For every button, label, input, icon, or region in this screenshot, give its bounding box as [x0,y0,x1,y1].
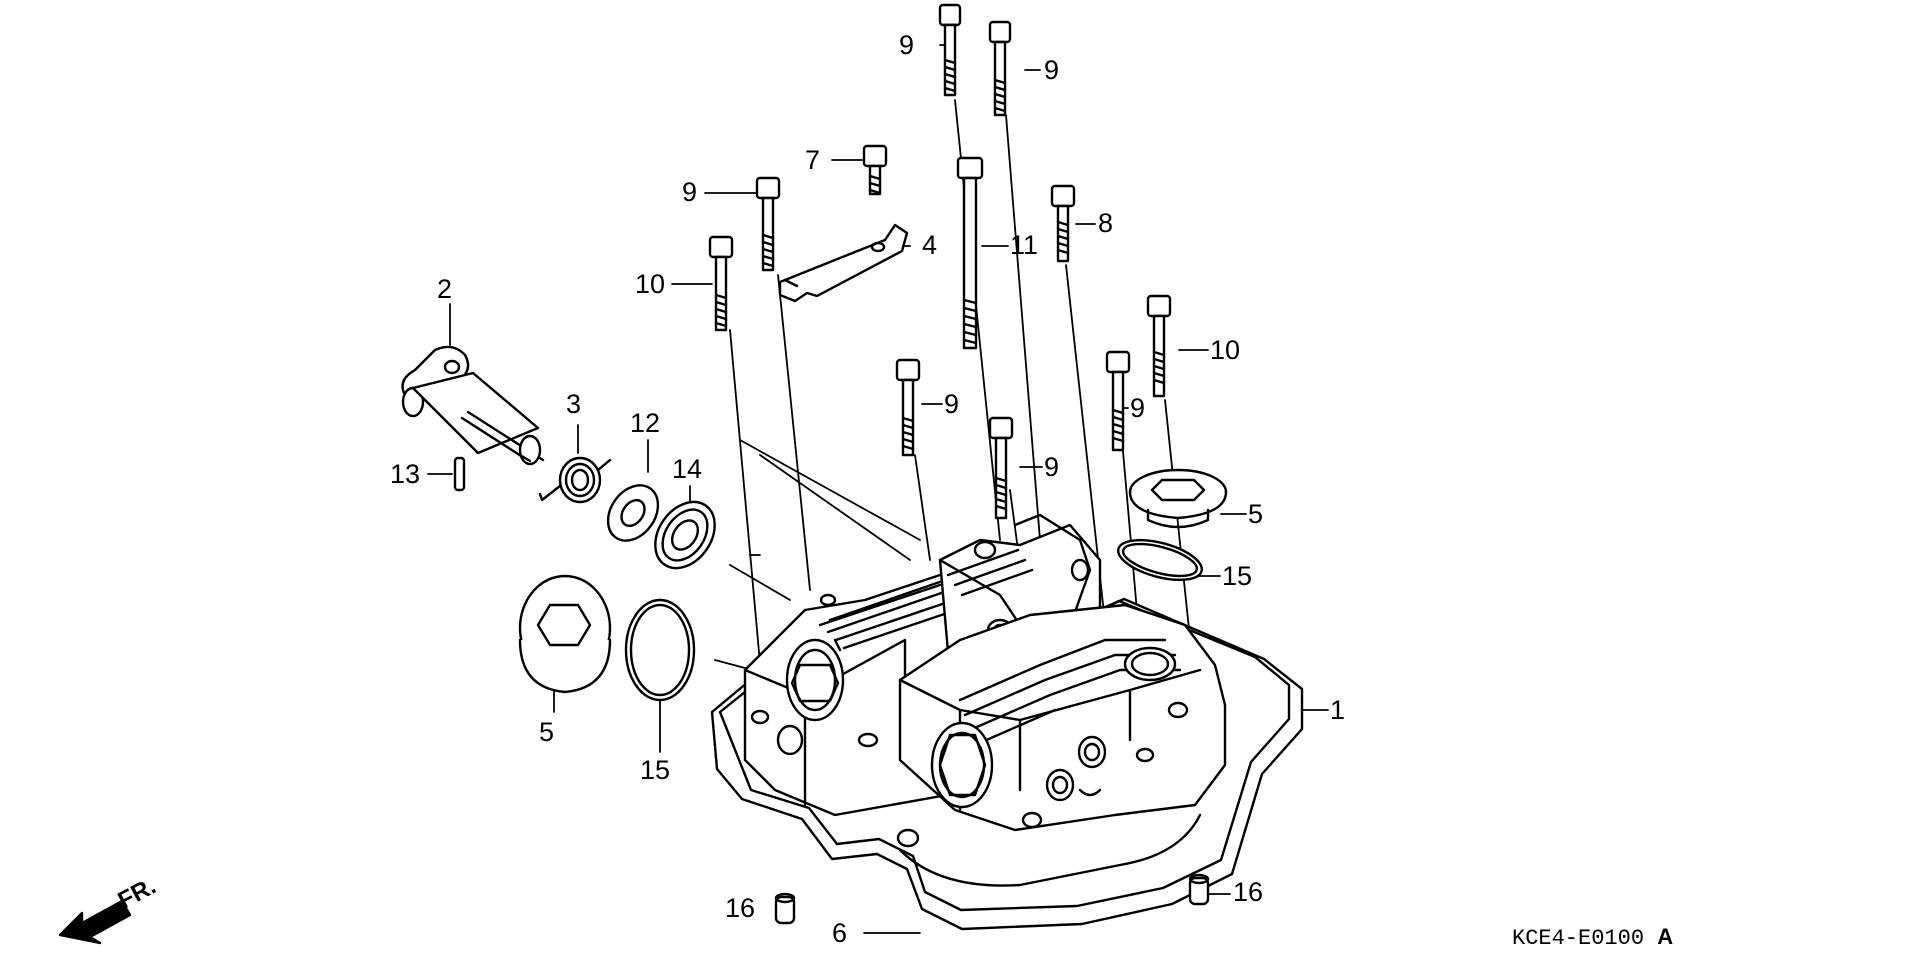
callout-15: 15 [640,755,671,785]
callout-8: 8 [1098,208,1114,238]
bolt-9-lower [988,416,1014,520]
callout-14: 14 [672,454,703,484]
callout-9: 9 [899,30,915,60]
callout-9: 9 [1044,55,1060,85]
callout-6: 6 [832,918,848,948]
drawing-code: KCE4-E0100 A [1512,924,1673,951]
front-direction-arrow-icon [58,899,132,945]
callout-9: 9 [944,389,960,419]
collar-right [1188,873,1210,906]
callout-5: 5 [539,717,555,747]
thrust-washer [606,484,660,542]
callout-9: 9 [1130,393,1146,423]
oil-seal [654,500,716,570]
dowel-pin [453,456,466,492]
cable-bracket [778,223,909,303]
bolt-9-top-right [988,20,1012,117]
callout-9: 9 [682,177,698,207]
callout-1: 1 [1330,695,1346,725]
callout-13: 13 [390,459,421,489]
callout-16: 16 [725,893,756,923]
bolt-10-left [708,235,734,332]
callout-5: 5 [1248,499,1264,529]
callout-15: 15 [1222,561,1253,591]
bolt-9-right [1105,350,1131,452]
o-ring-left [624,598,696,702]
bolt-7 [862,144,888,196]
return-spring [538,456,612,504]
inspection-cap-right [1128,468,1228,529]
drawing-code-text: KCE4-E0100 [1512,926,1645,951]
bolt-9-top-left [938,3,962,97]
bolt-9-mid-left [755,176,781,272]
callout-7: 7 [805,145,821,175]
callout-3: 3 [566,389,582,419]
callout-16: 16 [1233,877,1264,907]
callout-10: 10 [1210,335,1241,365]
bolt-11-long [956,156,984,350]
drawing-revision: A [1657,924,1674,949]
inspection-cap-left [518,574,612,694]
bolt-9-center [895,358,921,457]
bolt-10-right [1146,294,1172,398]
callout-9: 9 [1044,452,1060,482]
o-ring-right [1117,538,1203,582]
callout-4: 4 [922,230,938,260]
callout-12: 12 [630,408,661,438]
cylinder-head-cover [710,513,1304,931]
callout-10: 10 [635,269,666,299]
pivot-shaft [401,345,545,466]
collar-left [774,892,796,925]
callout-2: 2 [437,274,453,304]
bolt-8 [1050,184,1076,263]
callout-11: 11 [1010,230,1039,260]
